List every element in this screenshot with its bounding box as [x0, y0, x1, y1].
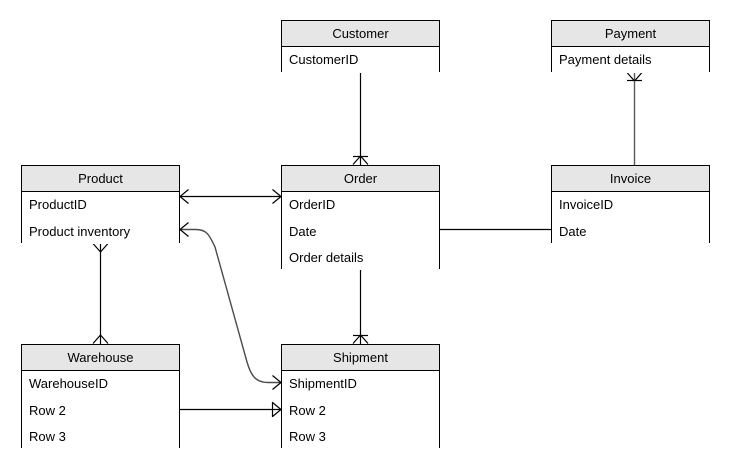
entity-order-attribute-row[interactable]: Date [282, 218, 439, 244]
entity-warehouse-attribute-row[interactable]: WarehouseID [22, 371, 179, 397]
entity-shipment-attribute-row[interactable]: Row 2 [282, 397, 439, 423]
entity-product-attribute-row[interactable]: Product inventory [22, 218, 179, 244]
entity-warehouse-title: Warehouse [22, 345, 179, 371]
connector-product-order[interactable] [179, 189, 282, 204]
entity-product-attribute-row[interactable]: ProductID [22, 192, 179, 218]
entity-payment-attribute-row[interactable]: Payment details [552, 47, 709, 73]
connector-product-shipment[interactable] [179, 222, 282, 390]
entity-order-title: Order [282, 166, 439, 192]
connector-warehouse-shipment[interactable] [180, 402, 282, 417]
entity-customer-title: Customer [282, 21, 439, 47]
connector-order-shipment[interactable] [352, 269, 369, 344]
entity-customer-attribute-row[interactable]: CustomerID [282, 47, 439, 73]
entity-shipment-title: Shipment [282, 345, 439, 371]
connector-customer-order[interactable] [352, 72, 369, 165]
entity-customer-attributes: CustomerID [282, 47, 439, 73]
entity-invoice-attribute-row[interactable]: Date [552, 218, 709, 244]
connector-payment-invoice[interactable] [626, 72, 643, 165]
entity-shipment-attribute-row[interactable]: ShipmentID [282, 371, 439, 397]
entity-payment-attributes: Payment details [552, 47, 709, 73]
entity-payment-title: Payment [552, 21, 709, 47]
connector-product-warehouse[interactable] [92, 243, 109, 344]
entity-warehouse-attribute-row[interactable]: Row 3 [22, 423, 179, 449]
entity-order-attribute-row[interactable]: Order details [282, 244, 439, 270]
entity-shipment-attribute-row[interactable]: Row 3 [282, 423, 439, 449]
entity-warehouse-attribute-row[interactable]: Row 2 [22, 397, 179, 423]
entity-product-title: Product [22, 166, 179, 192]
entity-invoice-title: Invoice [552, 166, 709, 192]
entity-invoice-attribute-row[interactable]: InvoiceID [552, 192, 709, 218]
entity-order-attribute-row[interactable]: OrderID [282, 192, 439, 218]
